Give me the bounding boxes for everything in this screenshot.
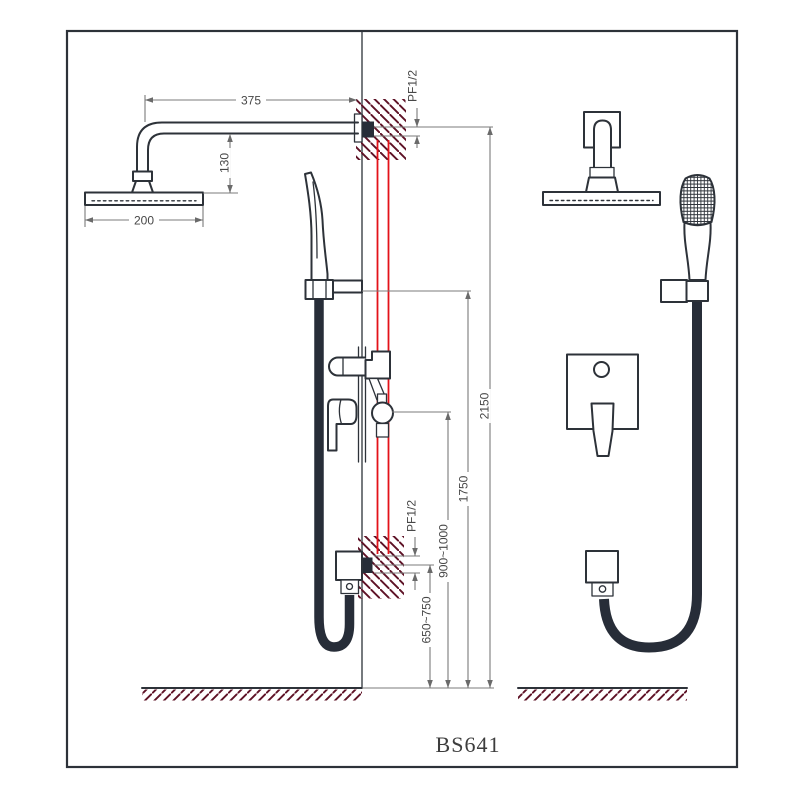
mixer-valve-side [327,346,394,463]
dim-hand-shower-height: 1750 [456,291,471,688]
in-wall-supply-pipes [376,140,390,554]
front-view [517,111,716,701]
extension-lines [84,95,493,574]
drawing-frame-border [65,29,739,769]
mixer-lever-front [590,402,615,457]
shower-arm [131,121,359,194]
dim-bottom-connection-label: PF1/2 [405,500,419,532]
dim-mixer-height-label: 900~1000 [437,524,451,578]
dim-hand-shower-height-label: 1750 [457,475,471,502]
shower-hose-side [314,299,355,652]
mixer-lever-handle [327,398,358,452]
dim-head-width: 200 [85,213,203,228]
valve-spout [328,356,366,377]
wall-outlet-elbow-front [585,550,619,597]
main-section-view [84,31,494,701]
top-wall-connection [353,113,374,143]
dim-top-connection: PF1/2 [405,65,420,148]
bracket-wall-arm [332,279,363,294]
dimensions: 375 130 200 PF [84,65,493,688]
hand-shower-spray-face [679,174,716,226]
shower-hose-front [599,302,702,653]
dim-outlet-height: 650~750 [419,565,434,688]
floor-main [141,687,494,701]
rain-shower-head-front [542,111,661,206]
dim-bottom-connection: PF1/2 [404,495,419,590]
dim-arm-length: 375 [145,93,357,108]
wall-outlet-elbow-side [335,550,373,595]
hand-shower-bracket [660,279,688,303]
dim-overall-height: 2150 [477,127,493,688]
diverter-knob [371,401,394,425]
dim-arm-length-label: 375 [241,94,261,108]
valve-body-in-wall [364,350,391,380]
floor-front [517,687,688,701]
dim-top-connection-label: PF1/2 [406,70,420,102]
rain-shower-head-side [84,191,204,206]
hand-shower-side [304,171,363,300]
dim-head-width-label: 200 [134,214,154,228]
dim-mixer-height: 900~1000 [436,412,451,688]
dim-head-drop-label: 130 [218,153,232,173]
dim-head-drop: 130 [217,134,233,193]
diverter-button [593,361,610,378]
mixer-trim-front [566,353,639,457]
model-number-label: BS641 [436,732,501,757]
dim-outlet-height-label: 650~750 [420,596,434,643]
hand-shower-front [660,174,716,303]
dim-overall-height-label: 2150 [478,392,492,419]
